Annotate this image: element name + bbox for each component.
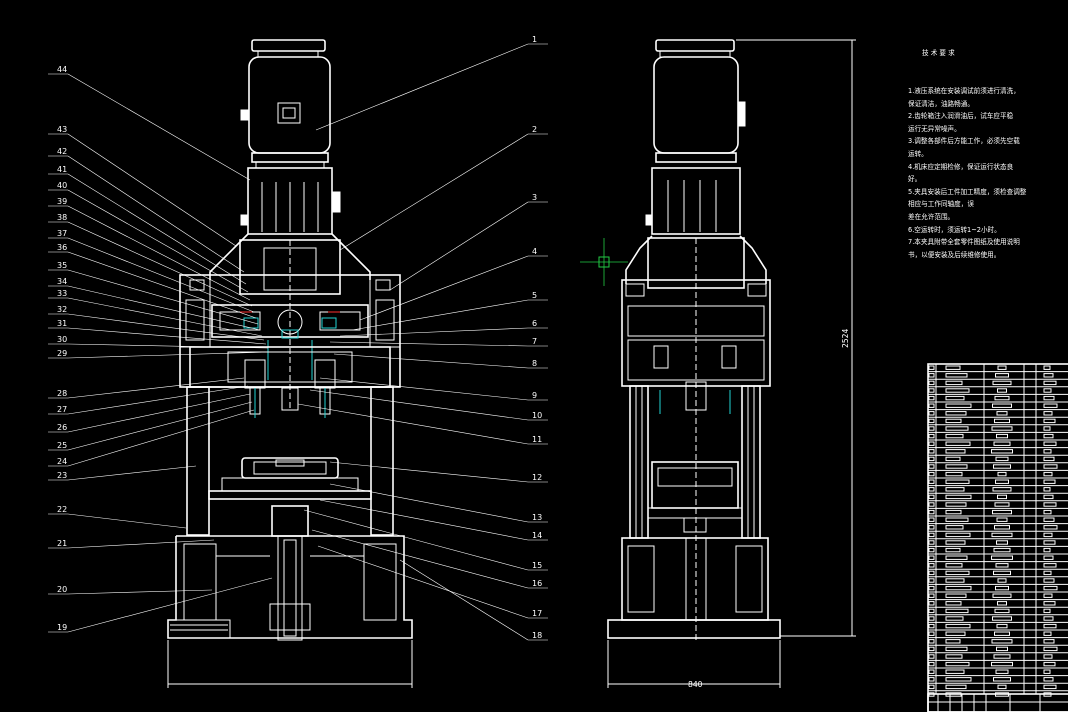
technical-notes-title: 技 术 要 求: [922, 49, 955, 58]
technical-note-line: 书，以便安装及后续维修使用。: [908, 250, 1001, 259]
part-number-label: 24: [57, 457, 67, 466]
technical-note-line: 7.本夹具附带全套零件图纸及使用说明: [908, 238, 1020, 247]
technical-note-line: 保证清洁，油路畅通。: [908, 99, 974, 108]
part-number-label: 14: [532, 531, 542, 540]
technical-note-line: 5.夹具安装后工件加工精度，须检查调整: [908, 187, 1027, 196]
part-number-label: 7: [532, 337, 537, 346]
crosshair-cursor-icon: [580, 238, 628, 286]
part-number-label: 12: [532, 473, 542, 482]
part-number-label: 31: [57, 319, 67, 328]
part-number-label: 11: [532, 435, 542, 444]
part-number-label: 21: [57, 539, 67, 548]
technical-note-line: 2.齿轮箱注入润滑油后，试车应平稳: [908, 112, 1014, 121]
part-number-label: 42: [57, 147, 67, 156]
technical-notes: 技 术 要 求 1.液压系统在安装调试前须进行清洗， 保证清洁，油路畅通。 2.齿轮…: [908, 22, 1060, 274]
part-number-label: 18: [532, 631, 542, 640]
side-view: 840 2524: [607, 39, 856, 689]
part-number-label: 28: [57, 389, 67, 398]
part-number-label: 37: [57, 229, 67, 238]
part-number-label: 6: [532, 319, 537, 328]
part-number-label: 36: [57, 243, 67, 252]
part-number-label: 33: [57, 289, 67, 298]
part-number-label: 43: [57, 125, 67, 134]
part-number-label: 8: [532, 359, 537, 368]
part-number-label: 5: [532, 291, 537, 300]
part-number-label: 2: [532, 125, 537, 134]
part-number-label: 34: [57, 277, 67, 286]
part-number-label: 15: [532, 561, 542, 570]
part-number-labels: 4443424140393837363534333231302928272625…: [57, 35, 542, 640]
part-number-label: 3: [532, 193, 537, 202]
side-width-dimension: 840: [688, 680, 703, 689]
part-number-label: 39: [57, 197, 67, 206]
technical-note-line: 好。: [908, 175, 922, 184]
part-number-label: 16: [532, 579, 542, 588]
part-number-label: 38: [57, 213, 67, 222]
part-number-label: 35: [57, 261, 67, 270]
technical-note-line: 运行无异常噪声。: [908, 124, 961, 133]
part-number-label: 32: [57, 305, 67, 314]
part-number-label: 4: [532, 247, 537, 256]
part-number-label: 10: [532, 411, 542, 420]
technical-note-line: 差在允许范围。: [908, 212, 955, 221]
part-number-label: 13: [532, 513, 542, 522]
technical-note-line: 4.机床应定期检修，保证运行状态良: [908, 162, 1014, 171]
part-number-label: 20: [57, 585, 67, 594]
part-number-label: 23: [57, 471, 67, 480]
technical-notes-lines: 1.液压系统在安装调试前须进行清洗， 保证清洁，油路畅通。 2.齿轮箱注入润滑油后，…: [908, 85, 1060, 261]
part-number-label: 26: [57, 423, 67, 432]
part-number-label: 19: [57, 623, 67, 632]
part-number-label: 44: [57, 65, 67, 74]
technical-note-line: 相应与工作同轴度，误: [908, 200, 974, 209]
leader-lines: [48, 43, 548, 641]
technical-note-line: 运转。: [908, 149, 928, 158]
part-number-label: 41: [57, 165, 67, 174]
part-number-label: 22: [57, 505, 67, 514]
height-dimension: 2524: [841, 329, 850, 348]
part-number-label: 17: [532, 609, 542, 618]
technical-note-line: 6.空运转时，须运转1~2小时。: [908, 225, 1001, 234]
technical-note-line: 1.液压系统在安装调试前须进行清洗，: [908, 86, 1020, 95]
technical-note-line: 3.调整各部件后方能工作，必须先空载: [908, 137, 1020, 146]
part-number-label: 27: [57, 405, 67, 414]
part-number-label: 29: [57, 349, 67, 358]
part-number-label: 25: [57, 441, 67, 450]
parts-list-table: [927, 363, 1068, 712]
front-view: [167, 39, 413, 688]
part-number-label: 9: [532, 391, 537, 400]
part-number-label: 1: [532, 35, 537, 44]
part-number-label: 30: [57, 335, 67, 344]
part-number-label: 40: [57, 181, 67, 190]
